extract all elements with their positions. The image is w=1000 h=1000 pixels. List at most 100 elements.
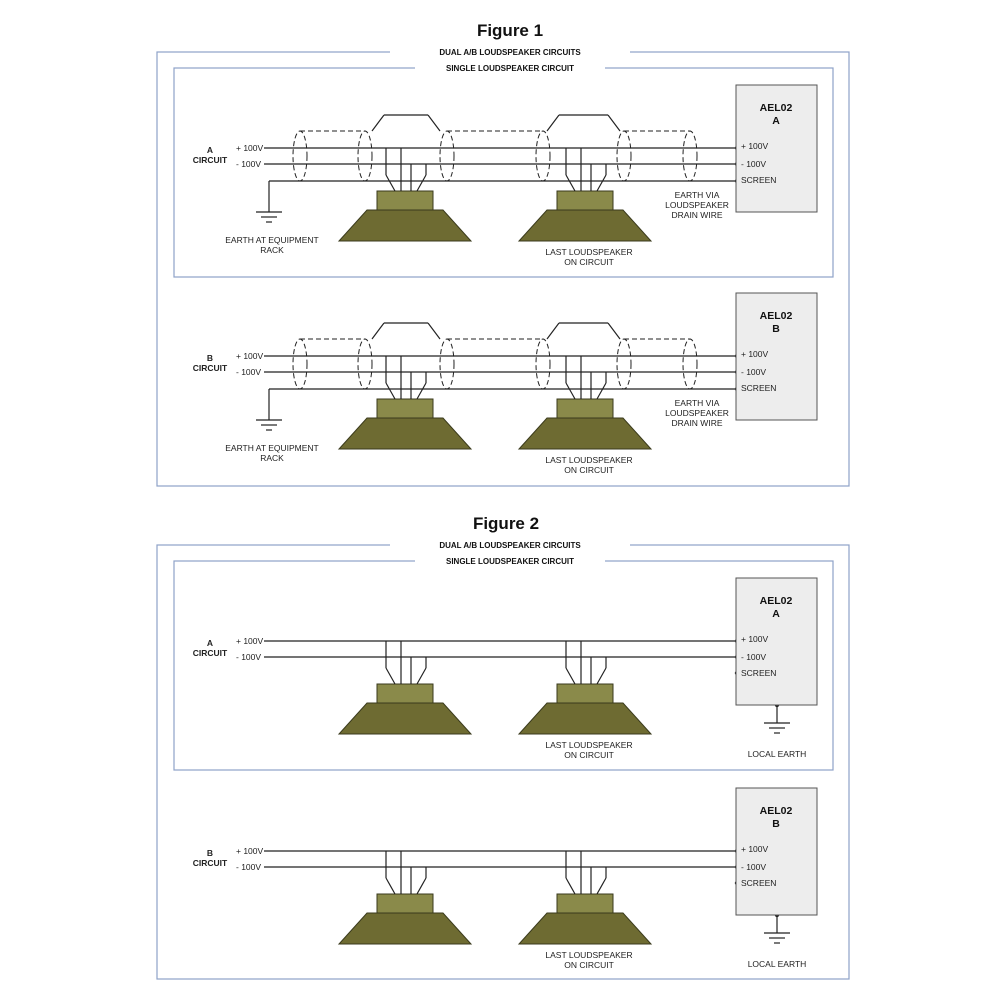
shield-bridge bbox=[607, 322, 621, 340]
shield-bridge bbox=[546, 114, 560, 132]
last-speaker-label-line2: ON CIRCUIT bbox=[564, 257, 614, 267]
cable-shield-end bbox=[439, 130, 455, 182]
speaker-cone bbox=[517, 702, 653, 735]
box-plus-label: + 100V bbox=[741, 349, 769, 359]
circuit-word: CIRCUIT bbox=[193, 363, 228, 373]
speaker-cone bbox=[517, 912, 653, 945]
inner-frame bbox=[173, 560, 834, 771]
speaker-magnet bbox=[556, 683, 614, 704]
earth-label-line2: RACK bbox=[260, 245, 284, 255]
last-speaker-label-line2: ON CIRCUIT bbox=[564, 750, 614, 760]
last-speaker-label-line1: LAST LOUDSPEAKER bbox=[545, 740, 632, 750]
last-speaker-label-line1: LAST LOUDSPEAKER bbox=[545, 950, 632, 960]
plus-100v-label: + 100V bbox=[236, 846, 264, 856]
ael02-title: AEL02 bbox=[760, 595, 793, 607]
circuit-panel-b: B CIRCUIT + 100V - 100V AEL02 B + 100V -… bbox=[193, 292, 818, 475]
ael02-title: AEL02 bbox=[760, 310, 793, 322]
earth-label-line2: RACK bbox=[260, 453, 284, 463]
minus-100v-label: - 100V bbox=[236, 159, 261, 169]
box-minus-label: - 100V bbox=[741, 367, 766, 377]
speaker-cone bbox=[337, 702, 473, 735]
circuit-panel-a: A CIRCUIT + 100V - 100V AEL02 A + 100V -… bbox=[193, 84, 818, 267]
cable-shield-end bbox=[535, 338, 551, 390]
figure-title: Figure 2 bbox=[473, 514, 539, 533]
box-plus-label: + 100V bbox=[741, 844, 769, 854]
shield-bridge bbox=[607, 114, 621, 132]
cable-shield-end bbox=[616, 338, 632, 390]
speaker-lead bbox=[565, 174, 576, 192]
ael02-letter: A bbox=[772, 608, 780, 620]
cable-shield-end bbox=[439, 338, 455, 390]
figure-title: Figure 1 bbox=[477, 21, 543, 40]
speaker-cone bbox=[337, 209, 473, 242]
drain-label-line2: LOUDSPEAKER bbox=[665, 408, 729, 418]
box-minus-label: - 100V bbox=[741, 862, 766, 872]
drain-label-line1: EARTH VIA bbox=[675, 190, 720, 200]
inner-frame-label: SINGLE LOUDSPEAKER CIRCUIT bbox=[446, 64, 574, 73]
ael02-module-box bbox=[735, 292, 818, 421]
speaker-lead bbox=[596, 877, 607, 895]
speaker-lead bbox=[565, 382, 576, 400]
ael02-module-box bbox=[735, 84, 818, 213]
shield-bridge bbox=[371, 322, 385, 340]
plus-100v-label: + 100V bbox=[236, 636, 264, 646]
outer-frame-label: DUAL A/B LOUDSPEAKER CIRCUITS bbox=[439, 541, 581, 550]
last-speaker-label-line1: LAST LOUDSPEAKER bbox=[545, 247, 632, 257]
box-screen-label: SCREEN bbox=[741, 878, 776, 888]
last-speaker-label-line2: ON CIRCUIT bbox=[564, 465, 614, 475]
circuit-panel-b: B CIRCUIT + 100V - 100V AEL02 B + 100V -… bbox=[193, 787, 818, 970]
box-screen-label: SCREEN bbox=[741, 668, 776, 678]
minus-100v-label: - 100V bbox=[236, 367, 261, 377]
circuit-word: CIRCUIT bbox=[193, 155, 228, 165]
box-plus-label: + 100V bbox=[741, 634, 769, 644]
cable-shield-end bbox=[682, 130, 698, 182]
speaker-magnet bbox=[376, 190, 434, 211]
drain-label-line1: EARTH VIA bbox=[675, 398, 720, 408]
local-earth-label: LOCAL EARTH bbox=[748, 959, 807, 969]
box-minus-label: - 100V bbox=[741, 159, 766, 169]
cable-shield-end bbox=[292, 338, 308, 390]
speaker-lead bbox=[416, 382, 427, 400]
speaker-lead bbox=[416, 667, 427, 685]
speaker-cone bbox=[517, 209, 653, 242]
speaker-lead bbox=[565, 877, 576, 895]
cable-shield-end bbox=[357, 130, 373, 182]
box-screen-label: SCREEN bbox=[741, 175, 776, 185]
speaker-lead bbox=[565, 667, 576, 685]
speaker-cone bbox=[517, 417, 653, 450]
cable-shield-end bbox=[616, 130, 632, 182]
figure-2: Figure 2 DUAL A/B LOUDSPEAKER CIRCUITS S… bbox=[156, 514, 850, 980]
circuit-letter: A bbox=[207, 638, 213, 648]
box-plus-label: + 100V bbox=[741, 141, 769, 151]
speaker-lead bbox=[385, 174, 396, 192]
earth-label-line1: EARTH AT EQUIPMENT bbox=[225, 443, 319, 453]
speaker-lead bbox=[385, 667, 396, 685]
ael02-title: AEL02 bbox=[760, 805, 793, 817]
drain-label-line2: LOUDSPEAKER bbox=[665, 200, 729, 210]
shield-bridge bbox=[546, 322, 560, 340]
cable-shield-end bbox=[292, 130, 308, 182]
ael02-module-box bbox=[735, 577, 818, 706]
plus-100v-label: + 100V bbox=[236, 143, 264, 153]
ael02-letter: A bbox=[772, 115, 780, 127]
speaker-magnet bbox=[556, 398, 614, 419]
last-speaker-label-line1: LAST LOUDSPEAKER bbox=[545, 455, 632, 465]
speaker-magnet bbox=[556, 893, 614, 914]
speaker-lead bbox=[596, 667, 607, 685]
box-minus-label: - 100V bbox=[741, 652, 766, 662]
inner-frame-label: SINGLE LOUDSPEAKER CIRCUIT bbox=[446, 557, 574, 566]
ael02-letter: B bbox=[772, 818, 780, 830]
local-earth-label: LOCAL EARTH bbox=[748, 749, 807, 759]
circuit-word: CIRCUIT bbox=[193, 648, 228, 658]
box-screen-label: SCREEN bbox=[741, 383, 776, 393]
circuit-letter: B bbox=[207, 848, 213, 858]
circuit-panel-a: A CIRCUIT + 100V - 100V AEL02 A + 100V -… bbox=[193, 577, 818, 760]
cable-shield-end bbox=[535, 130, 551, 182]
speaker-cone bbox=[337, 912, 473, 945]
speaker-magnet bbox=[376, 683, 434, 704]
speaker-magnet bbox=[376, 398, 434, 419]
speaker-cone bbox=[337, 417, 473, 450]
speaker-lead bbox=[596, 382, 607, 400]
figure-1: Figure 1 DUAL A/B LOUDSPEAKER CIRCUITS S… bbox=[156, 21, 850, 487]
